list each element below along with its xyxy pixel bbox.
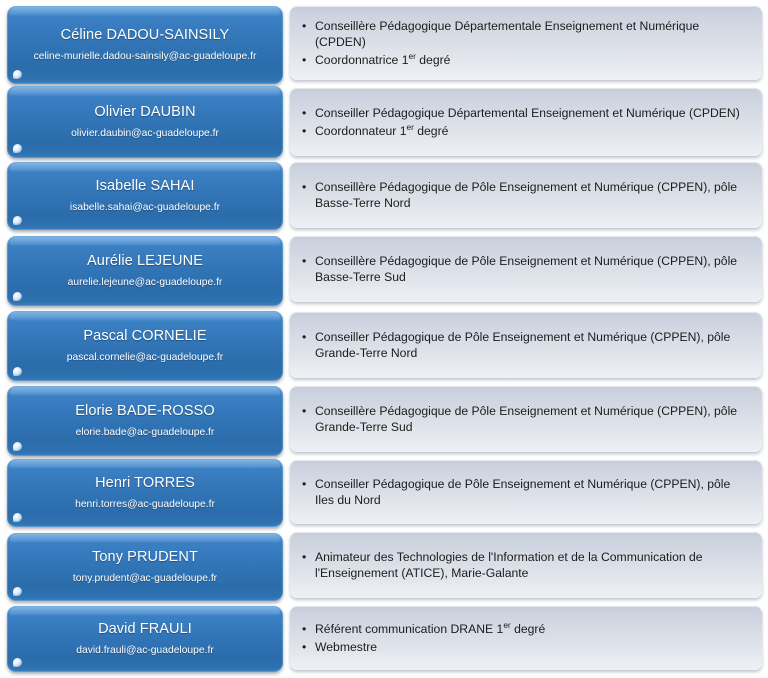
person-email[interactable]: david.frauli@ac-guadeloupe.fr [76, 645, 214, 656]
role-panel: • Conseillère Pédagogique de Pôle Enseign… [290, 386, 762, 452]
role-text: Conseiller Pédagogique de Pôle Enseignem… [315, 476, 731, 508]
role-item: • Conseillère Pédagogique de Pôle Enseign… [302, 253, 750, 286]
person-name: Tony PRUDENT [92, 549, 198, 565]
person-email[interactable]: isabelle.sahai@ac-guadeloupe.fr [69, 202, 221, 213]
role-list: • Conseillère Pédagogique de Pôle Enseign… [302, 403, 750, 436]
person-name: Olivier DAUBIN [94, 104, 196, 120]
role-list: • Conseiller Pédagogique de Pôle Enseigne… [302, 329, 750, 362]
role-text: Référent communication DRANE 1er degré [315, 619, 546, 636]
role-item: • Conseillère Pédagogique de Pôle Enseign… [302, 179, 750, 212]
person-email[interactable]: olivier.daubin@ac-guadeloupe.fr [71, 128, 219, 139]
role-text: Coordonnateur 1er degré [315, 121, 449, 138]
person-email[interactable]: pascal.cornelie@ac-guadeloupe.fr [66, 352, 224, 363]
bullet-icon: • [302, 622, 307, 636]
person-card[interactable]: Céline DADOU-SAINSILY celine-murielle.dad… [7, 6, 283, 84]
role-text: Conseillère Pédagogique Départementale E… [315, 18, 700, 50]
person-card[interactable]: Pascal CORNELIE pascal.cornelie@ac-guadel… [7, 311, 283, 381]
role-panel: • Conseillère Pédagogique de Pôle Enseign… [290, 162, 762, 228]
person-email[interactable]: elorie.bade@ac-guadeloupe.fr [75, 427, 215, 438]
role-text: Conseiller Pédagogique Départemental Ens… [315, 106, 740, 120]
person-card[interactable]: David FRAULI david.frauli@ac-guadeloupe.f… [7, 606, 283, 672]
person-name: Isabelle SAHAI [95, 178, 195, 194]
role-panel: • Conseillère Pédagogique Départementale … [290, 6, 762, 80]
role-text: Conseillère Pédagogique de Pôle Enseigne… [315, 179, 738, 211]
role-item: • Conseillère Pédagogique Départementale … [302, 18, 750, 51]
person-card[interactable]: Elorie BADE-ROSSO elorie.bade@ac-guadelou… [7, 386, 283, 456]
role-item: • Conseillère Pédagogique de Pôle Enseign… [302, 403, 750, 436]
role-text: Conseillère Pédagogique de Pôle Enseigne… [315, 253, 738, 285]
person-name: Elorie BADE-ROSSO [75, 403, 215, 419]
person-name: Aurélie LEJEUNE [87, 253, 203, 269]
person-email[interactable]: tony.prudent@ac-guadeloupe.fr [72, 573, 218, 584]
role-list: •Référent communication DRANE 1er degré•… [302, 621, 750, 655]
person-email[interactable]: henri.torres@ac-guadeloupe.fr [75, 499, 215, 510]
person-email[interactable]: aurelie.lejeune@ac-guadeloupe.fr [67, 277, 223, 288]
person-card[interactable]: Henri TORRES henri.torres@ac-guadeloupe.f… [7, 459, 283, 527]
bullet-icon: • [302, 106, 307, 120]
role-list: • Animateur des Technologies de l'Informa… [302, 549, 750, 582]
role-item: • Coordonnatrice 1er degré [302, 52, 750, 69]
person-card[interactable]: Isabelle SAHAI isabelle.sahai@ac-guadelou… [7, 162, 283, 230]
role-text: Webmestre [315, 639, 378, 654]
role-text: Conseiller Pédagogique de Pôle Enseignem… [315, 329, 731, 361]
bullet-icon: • [302, 639, 307, 654]
person-card[interactable]: Tony PRUDENT tony.prudent@ac-guadeloupe.f… [7, 533, 283, 601]
bullet-icon: • [302, 329, 307, 344]
role-text: Coordonnatrice 1er degré [315, 50, 451, 67]
bullet-icon: • [302, 52, 307, 67]
role-item: • Conseiller Pédagogique de Pôle Enseigne… [302, 329, 750, 362]
bullet-icon: • [302, 476, 307, 491]
role-panel: • Animateur des Technologies de l'Informa… [290, 532, 762, 598]
bullet-icon: • [302, 18, 307, 33]
role-item: • Coordonnateur 1er degré [302, 121, 750, 140]
role-list: • Conseillère Pédagogique Départementale … [302, 18, 750, 69]
role-list: • Conseiller Pédagogique de Pôle Enseigne… [302, 476, 750, 509]
role-item: • Animateur des Technologies de l'Informa… [302, 549, 750, 582]
role-list: • Conseillère Pédagogique de Pôle Enseign… [302, 253, 750, 286]
person-name: Céline DADOU-SAINSILY [60, 27, 230, 43]
person-name: Henri TORRES [95, 475, 195, 491]
bullet-icon: • [302, 253, 307, 268]
person-email[interactable]: celine-murielle.dadou-sainsily@ac-guadel… [33, 51, 257, 62]
role-text: Conseillère Pédagogique de Pôle Enseigne… [315, 403, 738, 435]
role-item: • Référent communication DRANE 1er degré [302, 621, 750, 638]
role-item: • Conseiller Pédagogique Départemental En… [302, 105, 750, 122]
role-panel: • Conseiller Pédagogique de Pôle Enseigne… [290, 312, 762, 378]
role-item: • Conseiller Pédagogique de Pôle Enseigne… [302, 476, 750, 509]
person-name: David FRAULI [98, 621, 192, 637]
person-name: Pascal CORNELIE [83, 328, 207, 344]
role-list: • Conseillère Pédagogique de Pôle Enseign… [302, 179, 750, 212]
role-text: Animateur des Technologies de l'Informat… [315, 549, 703, 581]
bullet-icon: • [302, 179, 307, 194]
bullet-icon: • [302, 549, 307, 564]
role-panel: •Référent communication DRANE 1er degré•… [290, 606, 762, 670]
role-list: • Conseiller Pédagogique Départemental En… [302, 105, 750, 139]
role-panel: • Conseiller Pédagogique Départemental En… [290, 88, 762, 156]
role-item: • Webmestre [302, 639, 750, 656]
bullet-icon: • [302, 403, 307, 418]
bullet-icon: • [302, 123, 307, 138]
role-panel: • Conseillère Pédagogique de Pôle Enseign… [290, 236, 762, 302]
role-panel: • Conseiller Pédagogique de Pôle Enseigne… [290, 460, 762, 524]
person-card[interactable]: Aurélie LEJEUNE aurelie.lejeune@ac-guadel… [7, 236, 283, 306]
person-card[interactable]: Olivier DAUBIN olivier.daubin@ac-guadelou… [7, 86, 283, 158]
